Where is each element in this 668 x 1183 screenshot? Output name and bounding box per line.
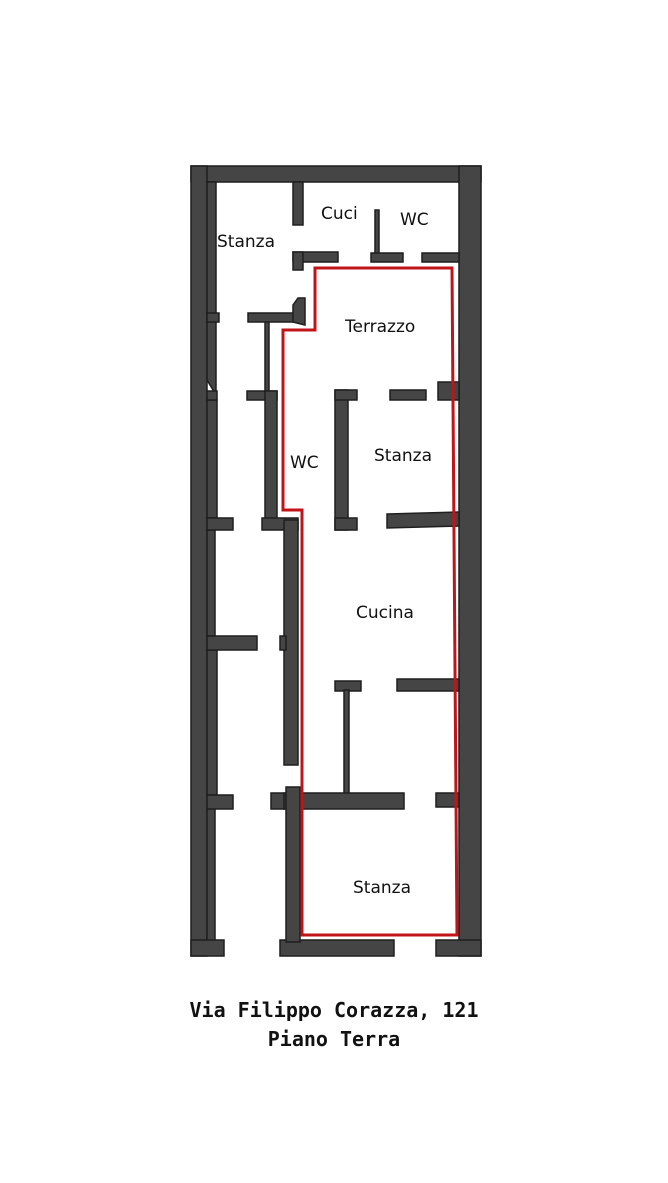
stanza-middle-wall-vertical (334, 389, 349, 531)
wall-row3-left-stub (206, 390, 218, 401)
left-wall-segment-1 (206, 181, 217, 398)
caption-address: Via Filippo Corazza, 121 (189, 998, 479, 1022)
bottom-wall-middle (279, 939, 395, 957)
room-label-stanza-top-left: Stanza (217, 232, 275, 252)
wall-row5-left (206, 635, 258, 651)
room-label-wc-top: WC (400, 210, 429, 230)
room-label-stanza-middle: Stanza (374, 446, 432, 466)
walls (190, 165, 482, 957)
bottom-wall-left (190, 939, 225, 957)
wall-row3-right-a (389, 389, 427, 401)
left-wall-segment-4 (206, 649, 218, 796)
left-wall-segment-2 (206, 399, 218, 519)
outer-wall-top (190, 165, 482, 183)
wall-row2-bump (292, 297, 306, 326)
wall-top-corner (292, 251, 304, 271)
wall-cucina-thin (343, 689, 350, 796)
wall-row3-vertical (264, 390, 278, 522)
wall-row5-stub (279, 635, 287, 651)
wall-top-lower-mid (370, 252, 404, 263)
wall-cuci-wc (374, 209, 380, 256)
wall-row2-left-stub (206, 312, 220, 323)
room-label-wc-middle: WC (290, 453, 319, 473)
unit-outline (281, 266, 459, 937)
wall-stanza-cuci (292, 181, 304, 226)
outer-wall-left (190, 165, 208, 957)
wall-row2-mid (247, 312, 299, 323)
caption-floor: Piano Terra (267, 1027, 401, 1051)
wall-row6-left (206, 794, 234, 810)
wall-cucina-right (396, 678, 460, 692)
left-wall-segment-3 (206, 529, 216, 637)
floor-plan: Stanza Cuci WC Terrazzo WC Stanza Cucina… (190, 165, 482, 957)
wall-top-lower-right (421, 252, 460, 263)
wall-row4-left (206, 517, 234, 531)
wall-row2-vertical-thin (264, 321, 270, 393)
wall-row6-long (283, 792, 405, 810)
outer-wall-right (458, 165, 482, 957)
left-wall-segment-5 (206, 807, 216, 949)
wall-row4-right (386, 511, 460, 529)
wall-row6-right (435, 792, 460, 808)
room-label-cuci: Cuci (321, 204, 358, 224)
stanza-middle-wall-bottom (334, 517, 358, 531)
bottom-wall-right (435, 939, 482, 957)
room-label-stanza-bottom: Stanza (353, 878, 411, 898)
stanza-middle-wall-top (334, 389, 358, 401)
room-label-cucina: Cucina (356, 603, 414, 623)
room-label-terrazzo: Terrazzo (344, 317, 415, 337)
corridor-wall-lower (285, 786, 301, 943)
wall-row3-right-b (437, 381, 460, 401)
